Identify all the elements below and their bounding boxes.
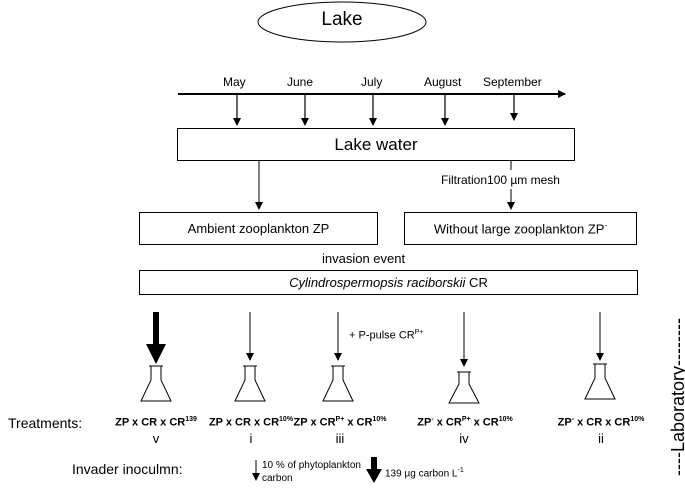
lake-water-label: Lake water	[334, 134, 418, 154]
roman-iv: iv	[459, 431, 469, 446]
ambient-zooplankton-box: Ambient zooplankton ZP	[139, 212, 378, 245]
month-arrows	[233, 94, 518, 126]
lake-water-box: Lake water	[177, 128, 575, 161]
laboratory-label: ----Laboratory--------	[668, 318, 685, 476]
legend-thin-text: 10 % of phytoplankton carbon	[262, 460, 361, 484]
p-pulse-label: + P-pulse CRP+	[349, 329, 424, 342]
treatment-i: ZP x CR x CR10%	[208, 416, 294, 429]
flask-v	[140, 365, 172, 402]
filtration-label: Filtration100 µm mesh	[441, 173, 560, 187]
lake-label: Lake	[321, 9, 363, 30]
roman-iii: iii	[335, 431, 345, 446]
month-july: July	[361, 75, 383, 89]
treatment-iv: ZP- x CRP+ x CR10%	[417, 416, 513, 429]
flask-iii	[322, 365, 354, 402]
cr-box: Cylindrospermopsis raciborskii CR	[139, 270, 638, 295]
treatments-label: Treatments:	[8, 415, 83, 431]
without-zooplankton-box: Without large zooplankton ZP-	[404, 212, 637, 245]
ambient-zooplankton-label: Ambient zooplankton ZP	[187, 221, 330, 236]
roman-i: i	[249, 431, 253, 446]
invader-label: Invader inoculmn:	[72, 461, 183, 477]
legend-thick-arrow-head	[366, 469, 382, 483]
without-zooplankton-sup: -	[604, 220, 608, 230]
treatment-iii: ZP x CRP+ x CR10%	[293, 416, 387, 429]
thick-arrow-v-head	[146, 344, 166, 364]
legend-thick-text: 139 µg carbon L-1	[385, 467, 464, 480]
flask-ii	[584, 363, 616, 400]
invasion-event-label: invasion event	[322, 251, 406, 266]
month-june: June	[287, 75, 314, 89]
roman-v: v	[152, 431, 160, 446]
lake-ellipse	[257, 1, 427, 43]
cr-label: Cylindrospermopsis raciborskii CR	[289, 275, 488, 290]
roman-ii: ii	[598, 431, 604, 446]
flask-i	[234, 365, 266, 402]
treatment-ii: ZP- x CR x CR10%	[557, 416, 645, 429]
without-zooplankton-label: Without large zooplankton ZP-	[433, 220, 608, 237]
flask-iv	[448, 371, 480, 404]
month-august: August	[424, 75, 462, 89]
month-september: September	[483, 75, 542, 89]
treatment-v: ZP x CR x CR139	[115, 416, 197, 429]
month-may: May	[223, 75, 246, 89]
